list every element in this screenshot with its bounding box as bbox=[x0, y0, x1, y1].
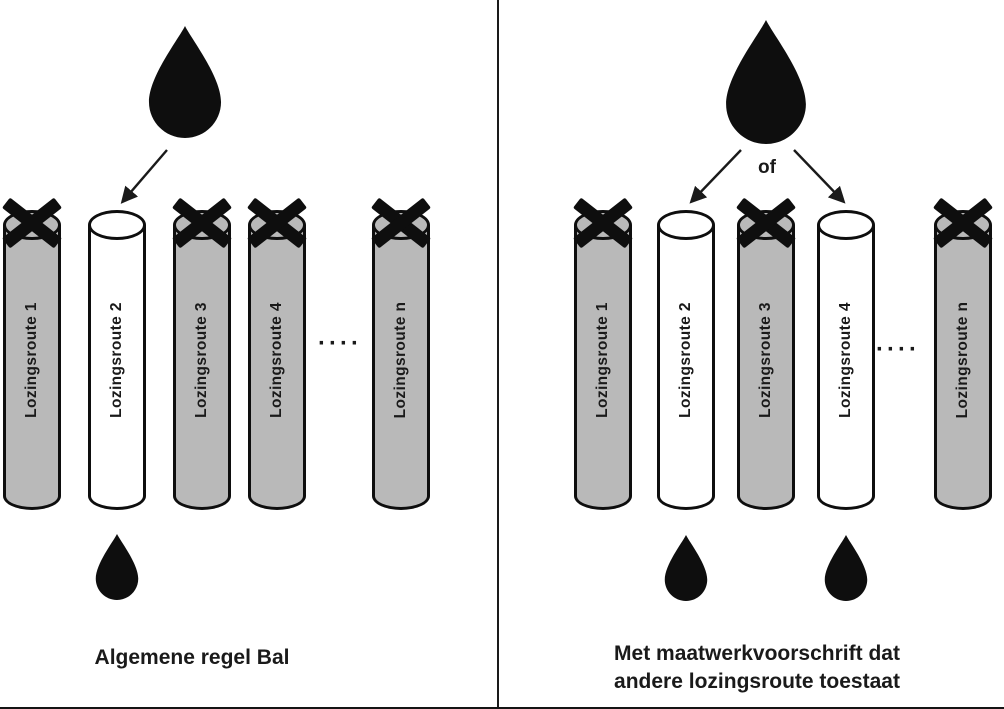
right-caption-line1: Met maatwerkvoorschrift dat bbox=[614, 642, 900, 665]
pipe-route-1: Lozingsroute 1 bbox=[1, 197, 63, 510]
pipe-body: Lozingsroute 1 bbox=[3, 225, 61, 510]
pipe-label: Lozingsroute 2 bbox=[108, 302, 125, 419]
panel-divider bbox=[497, 0, 499, 707]
water-drop-icon bbox=[824, 535, 868, 601]
pipe-label: Lozingsroute 1 bbox=[23, 302, 40, 419]
pipe-label: Lozingsroute 4 bbox=[837, 302, 854, 419]
pipe-route-2: Lozingsroute 2 bbox=[657, 210, 715, 510]
left-panel: Lozingsroute 1 Lozingsroute 2 Lozingsrou… bbox=[0, 0, 497, 707]
pipe-route-n: Lozingsroute n bbox=[932, 197, 994, 510]
pipe-body: Lozingsroute 2 bbox=[657, 225, 715, 510]
left-caption: Algemene regel Bal bbox=[94, 646, 290, 669]
x-mark-icon bbox=[931, 197, 995, 249]
pipe-body: Lozingsroute n bbox=[934, 225, 992, 510]
right-caption-line2: andere lozingsroute toestaat bbox=[614, 670, 900, 693]
pipe-route-2: Lozingsroute 2 bbox=[88, 210, 146, 510]
pipe-body: Lozingsroute 3 bbox=[173, 225, 231, 510]
pipe-body: Lozingsroute 4 bbox=[817, 225, 875, 510]
x-mark-icon bbox=[571, 197, 635, 249]
pipe-body: Lozingsroute 3 bbox=[737, 225, 795, 510]
water-drop-icon bbox=[664, 535, 708, 601]
water-drop-icon bbox=[148, 26, 222, 138]
pipe-label: Lozingsroute n bbox=[392, 302, 409, 419]
ellipsis-dots: ···· bbox=[876, 336, 920, 363]
water-drop-icon bbox=[95, 534, 139, 600]
pipe-label: Lozingsroute 3 bbox=[193, 302, 210, 419]
pipe-body: Lozingsroute 2 bbox=[88, 225, 146, 510]
pipe-route-n: Lozingsroute n bbox=[370, 197, 432, 510]
or-label: of bbox=[758, 157, 776, 178]
x-mark-icon bbox=[734, 197, 798, 249]
pipe-opening bbox=[88, 210, 146, 240]
pipe-route-3: Lozingsroute 3 bbox=[171, 197, 233, 510]
pipe-opening bbox=[657, 210, 715, 240]
pipe-label: Lozingsroute 4 bbox=[268, 302, 285, 419]
pipe-route-3: Lozingsroute 3 bbox=[735, 197, 797, 510]
water-drop-icon bbox=[726, 20, 806, 144]
x-mark-icon bbox=[170, 197, 234, 249]
ellipsis-dots: ···· bbox=[318, 330, 362, 357]
pipe-route-4: Lozingsroute 4 bbox=[246, 197, 308, 510]
pipe-body: Lozingsroute 4 bbox=[248, 225, 306, 510]
pipe-body: Lozingsroute n bbox=[372, 225, 430, 510]
x-mark-icon bbox=[0, 197, 64, 249]
pipe-body: Lozingsroute 1 bbox=[574, 225, 632, 510]
right-caption: Met maatwerkvoorschrift dat andere lozin… bbox=[517, 640, 997, 696]
pipe-route-1: Lozingsroute 1 bbox=[572, 197, 634, 510]
pipe-opening bbox=[817, 210, 875, 240]
right-panel: of Lozingsroute 1 Lozingsroute 2 Lozings… bbox=[499, 0, 1004, 707]
pipe-label: Lozingsroute 1 bbox=[594, 302, 611, 419]
pipe-label: Lozingsroute 3 bbox=[757, 302, 774, 419]
pipe-label: Lozingsroute 2 bbox=[677, 302, 694, 419]
pipe-label: Lozingsroute n bbox=[954, 302, 971, 419]
x-mark-icon bbox=[369, 197, 433, 249]
pipe-route-4: Lozingsroute 4 bbox=[817, 210, 875, 510]
x-mark-icon bbox=[245, 197, 309, 249]
